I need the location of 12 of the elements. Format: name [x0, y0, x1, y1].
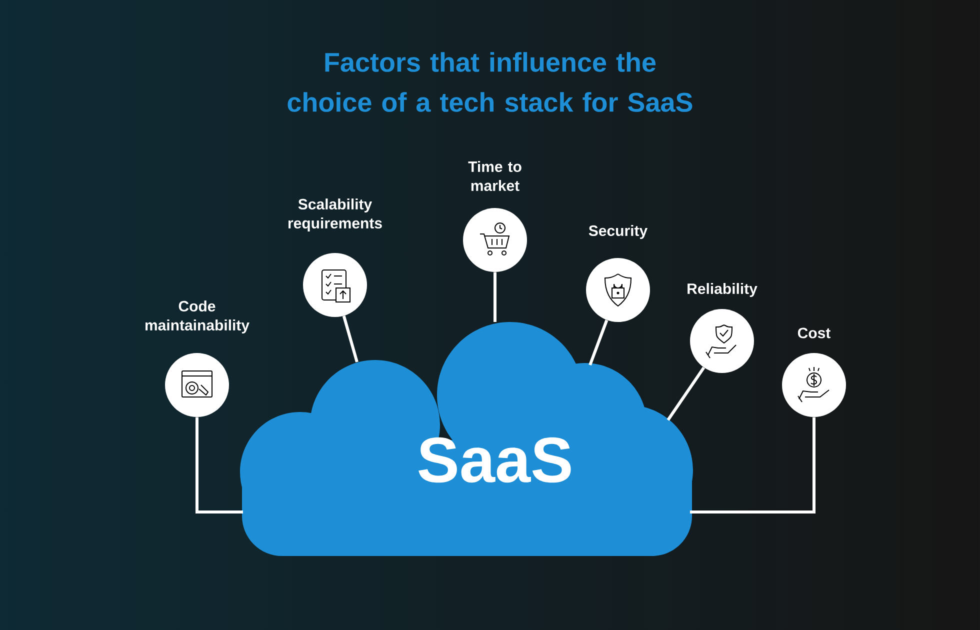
- factor-label: Cost: [798, 328, 830, 338]
- factor-label: Security: [588, 225, 648, 239]
- connector-line: [196, 417, 243, 514]
- connector-line: [690, 417, 816, 514]
- title: Factors that influence the choice of a tech stack for SaaS: [288, 52, 692, 112]
- factor-label: Time to market: [468, 161, 522, 191]
- factor-label: Reliability: [688, 283, 758, 297]
- connector-line: [588, 320, 608, 366]
- connector-line: [342, 316, 358, 362]
- connector-line: [666, 366, 706, 421]
- connector-line: [494, 272, 496, 322]
- factor-label: Scalability requirements: [288, 198, 382, 232]
